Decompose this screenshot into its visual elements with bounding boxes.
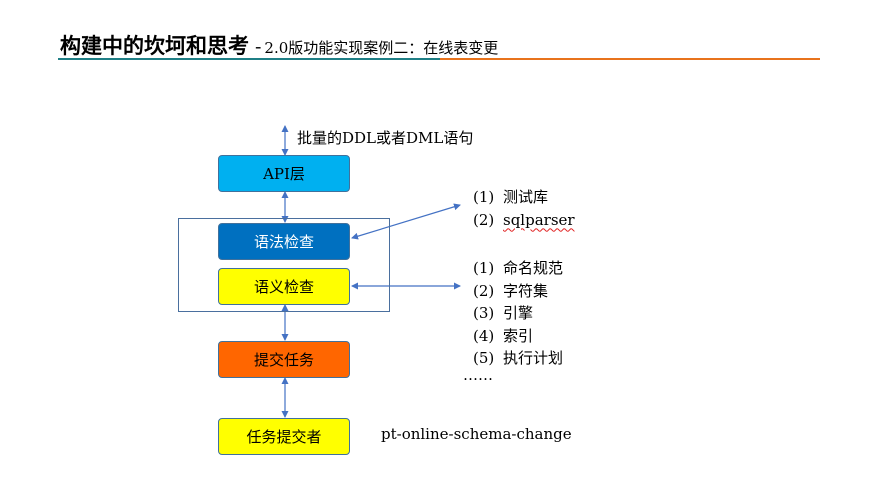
list-item: (2)sqlparser [473,210,575,229]
slide-title-main: 构建中的坎坷和思考 [60,33,249,58]
semantic-check-box: 语义检查 [218,268,350,305]
list-item: (5)执行计划 [473,349,564,367]
title-separator: - [255,36,262,58]
tool-label: pt-online-schema-change [381,425,572,443]
list-item: (1)测试库 [473,188,549,206]
title-rule-teal [58,58,440,60]
list-item: (1)命名规范 [473,259,564,277]
syntax-check-box: 语法检查 [218,223,350,260]
slide-title: 构建中的坎坷和思考-2.0版功能实现案例二：在线表变更 [60,30,498,60]
ellipsis-text: …… [463,366,493,384]
slide-subtitle: 2.0版功能实现案例二：在线表变更 [264,39,499,57]
syntax-check-list: (1)测试库 (2)sqlparser [473,186,575,231]
semantic-check-list: (1)命名规范 (2)字符集 (3)引擎 (4)索引 (5)执行计划 [473,257,563,370]
api-layer-box: API层 [218,155,350,192]
input-label: 批量的DDL或者DML语句 [297,129,474,147]
submit-task-box: 提交任务 [218,341,350,378]
syntax-to-list-arrow [351,203,461,240]
check-group-frame [178,218,390,312]
list-item: (4)索引 [473,326,534,345]
list-item: (2)字符集 [473,281,549,300]
task-submitter-box: 任务提交者 [218,418,350,455]
title-rule-orange [440,58,820,60]
list-item: (3)引擎 [473,304,534,322]
